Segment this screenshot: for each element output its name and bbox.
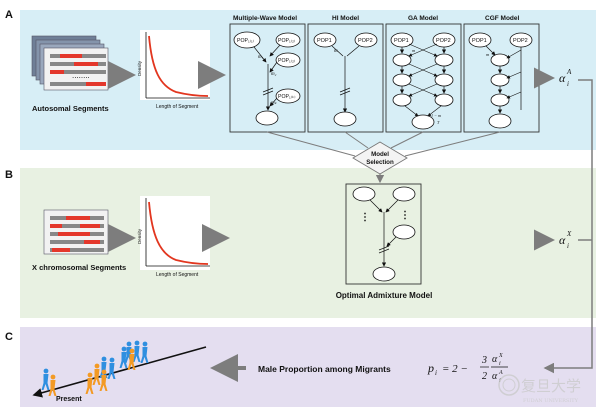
alpha-a-symbol: α: [559, 71, 566, 85]
density-ylabel: Density: [137, 60, 142, 76]
alpha-a-sup: A: [566, 68, 572, 76]
cgf-title: CGF Model: [485, 15, 519, 22]
hi-model: HI Model POP1 POP2 m: [307, 15, 384, 133]
mw-pop2: POP₁₍₂₎: [278, 38, 295, 44]
panel-c-letter: C: [5, 331, 13, 343]
optimal-model-label: Optimal Admixture Model: [336, 291, 433, 300]
mw-pop1: POP₁₍₁₎: [237, 38, 254, 44]
formula-two: 2: [482, 371, 487, 382]
cgf-pop2: POP2: [513, 38, 528, 44]
cgf-m: m: [486, 52, 490, 57]
formula-alpha-num: α: [492, 354, 498, 365]
density-ylabel-x: Density: [137, 228, 142, 244]
ga-title: GA Model: [408, 15, 438, 22]
alpha-x-sup: X: [566, 230, 572, 238]
selection-line1: Model: [371, 151, 389, 158]
formula-p-sub: i: [435, 369, 437, 377]
density-plot-autosomal: Density Length of Segment: [137, 30, 210, 110]
alpha-x: α i X: [534, 229, 572, 251]
x-chromosomal-label: X chromosomal Segments: [32, 263, 126, 272]
multiple-wave-model: Multiple-Wave Model POP₁₍₁₎ POP₁₍₂₎ POP₁…: [229, 15, 306, 133]
funnel-line-1: [266, 131, 356, 157]
mw-pop3: POP₁₍₂₎: [278, 58, 295, 64]
autosomal-segments-label: Autosomal Segments: [32, 104, 109, 113]
hi-pop1: POP1: [317, 38, 332, 44]
cgf-pop1: POP1: [472, 38, 487, 44]
hi-m: m: [334, 49, 338, 54]
fudan-watermark: 复旦大学 FUDAN UNIVERSITY: [498, 374, 581, 404]
panel-b-letter: B: [5, 169, 13, 181]
formula-alpha-den: α: [492, 371, 498, 382]
mw-m1: m₁: [258, 55, 264, 60]
formula-num-sub: i: [499, 361, 501, 367]
ga-pop2: POP2: [436, 38, 451, 44]
multiwave-title: Multiple-Wave Model: [233, 15, 297, 22]
alpha-x-sub: i: [567, 242, 569, 250]
mw-m2: m₂: [271, 72, 277, 77]
formula-p: p: [427, 361, 434, 375]
alpha-x-symbol: α: [559, 233, 566, 247]
alpha-a-sub: i: [567, 80, 569, 88]
male-proportion-formula: p i = 2 − 3 2 α X i α A i: [427, 353, 508, 384]
watermark-en: FUDAN UNIVERSITY: [523, 398, 579, 404]
autosomal-segments-icon: ........: [31, 35, 109, 91]
watermark-cn: 复旦大学: [521, 377, 581, 395]
funnel-line-3: [390, 131, 424, 149]
formula-num-sup: X: [498, 353, 503, 359]
present-label: Present: [56, 396, 82, 403]
selection-line2: Selection: [366, 159, 394, 166]
ga-denom: T: [437, 120, 440, 125]
length-xlabel-x: Length of Segment: [156, 272, 199, 278]
formula-eq: = 2 −: [442, 363, 468, 375]
ellipsis-dots: ........: [72, 71, 90, 80]
length-xlabel: Length of Segment: [156, 104, 199, 110]
ga-model: GA Model POP1 POP2 m 1 − m T: [385, 15, 462, 133]
funnel-line-2: [344, 131, 369, 149]
panel-a-letter: A: [5, 9, 13, 21]
mw-mk: mₖ: [271, 101, 278, 106]
male-proportion-label: Male Proportion among Migrants: [258, 364, 391, 374]
mw-popk: POP₁₍ₖ₎: [278, 94, 295, 100]
formula-den-sup: A: [498, 370, 503, 376]
ga-pop1: POP1: [394, 38, 409, 44]
hi-pop2: POP2: [358, 38, 373, 44]
alpha-autosomal: α i A: [534, 67, 572, 89]
density-plot-x: Density Length of Segment: [137, 196, 210, 278]
ga-m: m: [412, 48, 416, 53]
formula-three: 3: [481, 355, 487, 366]
x-chromosomal-segments-icon: [43, 209, 109, 255]
ga-frac: 1 − m: [431, 113, 441, 118]
funnel-line-4: [404, 131, 501, 157]
timeline-arrow: [32, 346, 207, 398]
connector-path: [543, 79, 593, 374]
optimal-dots-left: ⋮: [360, 212, 370, 223]
people-icons: [41, 340, 149, 396]
hi-title: HI Model: [332, 15, 359, 22]
optimal-admixture-model: ⋮ ⋮: [345, 183, 422, 285]
optimal-dots-right: ⋮: [400, 210, 410, 221]
model-selection-diamond: Model Selection: [352, 141, 408, 175]
